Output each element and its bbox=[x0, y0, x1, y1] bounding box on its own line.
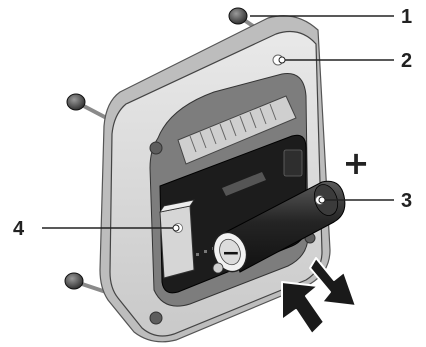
remove-arrow bbox=[310, 258, 356, 306]
callout-number-1: 1 bbox=[401, 6, 412, 28]
insert-arrow bbox=[282, 282, 324, 334]
plus-sign: + bbox=[343, 144, 370, 182]
callout-number-3: 3 bbox=[401, 190, 412, 212]
board-connector bbox=[284, 150, 302, 176]
electronics-module bbox=[160, 200, 194, 278]
housing-hole bbox=[150, 312, 162, 324]
callout-number-4: 4 bbox=[13, 218, 25, 240]
minus-sign: − bbox=[222, 241, 240, 266]
housing-hole bbox=[150, 142, 162, 154]
callout-number-2: 2 bbox=[401, 50, 412, 72]
